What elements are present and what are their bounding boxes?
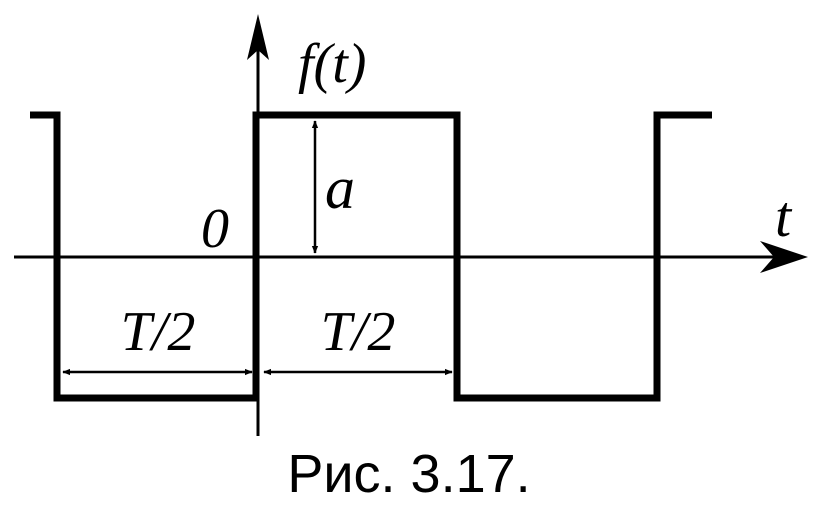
t-axis bbox=[14, 241, 808, 273]
amplitude-label: a bbox=[325, 155, 355, 221]
square-wave bbox=[30, 111, 712, 402]
half-period-label-right: T/2 bbox=[321, 301, 396, 363]
x-axis-label: t bbox=[775, 184, 793, 249]
figure-caption: Рис. 3.17. bbox=[287, 444, 530, 504]
y-axis-label: f(t) bbox=[298, 33, 366, 95]
t-axis-arrowhead bbox=[760, 241, 808, 273]
f-axis-arrowhead bbox=[247, 14, 269, 60]
origin-label: 0 bbox=[201, 198, 229, 260]
half-period-label-left: T/2 bbox=[121, 301, 196, 363]
